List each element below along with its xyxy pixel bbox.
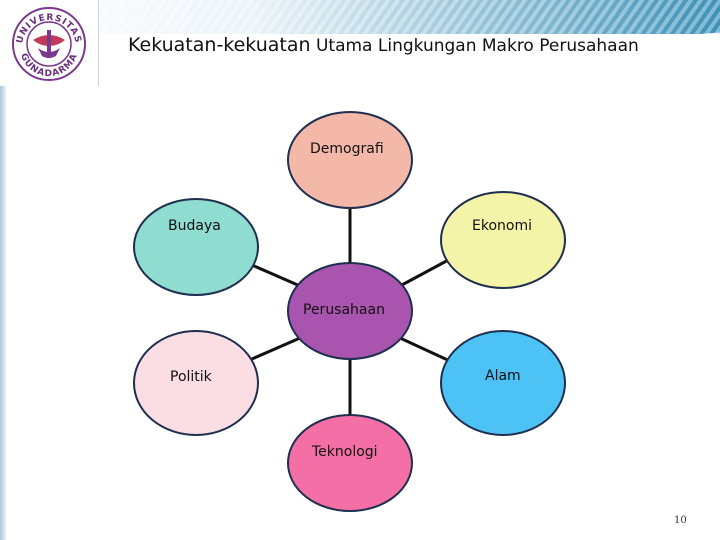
slide-title: Kekuatan-kekuatan Utama Lingkungan Makro… (128, 34, 708, 56)
left-accent-strip (0, 86, 6, 540)
node-alam (440, 330, 566, 436)
connector-lower-left (244, 336, 301, 364)
title-part-2: Utama Lingkungan Makro Perusahaan (310, 36, 639, 56)
connector-lower-right (399, 336, 453, 364)
label-perusahaan: Perusahaan (303, 302, 385, 318)
node-demografi (287, 111, 413, 209)
node-teknologi (287, 414, 413, 512)
node-politik (133, 330, 259, 436)
label-demografi: Demografi (310, 141, 384, 157)
page-number: 10 (674, 515, 687, 526)
university-logo: UNIVERSITAS GUNADARMA (0, 0, 99, 86)
label-ekonomi: Ekonomi (472, 218, 532, 234)
label-teknologi: Teknologi (312, 444, 378, 460)
label-budaya: Budaya (168, 218, 221, 234)
node-perusahaan (287, 262, 413, 360)
connector-upper-right (399, 256, 453, 288)
title-part-1: Kekuatan-kekuatan (128, 34, 311, 56)
node-budaya (133, 198, 259, 296)
header-band (0, 0, 720, 56)
label-politik: Politik (170, 369, 212, 385)
label-alam: Alam (485, 368, 521, 384)
node-ekonomi (440, 191, 566, 289)
